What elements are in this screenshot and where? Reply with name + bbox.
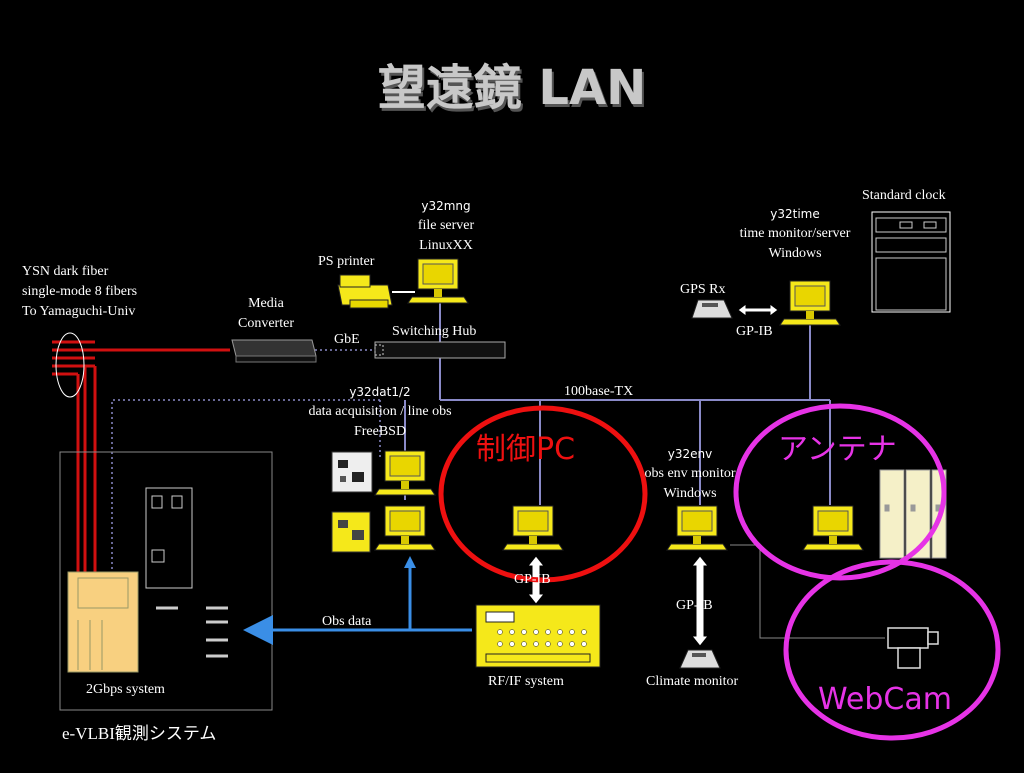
y32time-label: y32time time monitor/server Windows	[739, 207, 851, 261]
control-pc	[502, 505, 564, 551]
y32dat1-label: y32dat1/2 data acquisition / line obs Fr…	[308, 385, 452, 439]
antenna-cabinets	[879, 469, 947, 559]
y32dat1-pc	[374, 450, 436, 496]
ps-printer	[337, 274, 415, 309]
gpib-gps-arrow	[737, 303, 779, 317]
control-pc-circle	[438, 405, 648, 583]
rfif-label: RF/IF system	[488, 674, 564, 689]
rfif-unit	[475, 604, 601, 668]
control-pc-callout: 制御PC	[476, 432, 576, 467]
disk-slots	[156, 606, 228, 658]
evlbi-frame	[59, 451, 273, 711]
gbps-label: 2Gbps system	[86, 682, 165, 697]
webcam-link	[730, 544, 885, 639]
obs-data-label: Obs data	[322, 614, 372, 629]
fiber-bundle-ring	[55, 332, 85, 398]
y32time-pc	[779, 280, 841, 326]
antenna-callout: アンテナ	[778, 432, 897, 467]
page-title: 望遠鏡 LAN	[377, 60, 647, 116]
2gbps-system	[67, 571, 139, 673]
y32mng-label: y32mng file server LinuxXX	[417, 199, 475, 253]
gpib-climate-arrow	[690, 555, 710, 647]
antenna-pc	[802, 505, 864, 551]
gpib-rf-label: GP-IB	[514, 572, 551, 587]
base-tx-label: 100base-TX	[564, 384, 634, 399]
webcam-callout: WebCam	[818, 682, 952, 717]
switching-hub	[374, 341, 506, 359]
climate-monitor	[679, 649, 721, 669]
rack-unit	[145, 487, 193, 589]
y32env-label: y32env obs env monitor Windows	[644, 447, 736, 501]
standard-clock-label: Standard clock	[862, 188, 946, 203]
dotted-links	[111, 349, 381, 575]
y32dat2-pc	[374, 505, 436, 551]
gpib-time-label: GP-IB	[736, 324, 773, 339]
webcam	[887, 627, 939, 669]
daq-board-1	[331, 451, 373, 493]
evlbi-label: e-VLBI観測システム	[62, 724, 217, 743]
daq-board-2	[331, 511, 371, 553]
gbe-label: GbE	[334, 332, 360, 347]
media-converter-label: Media Converter	[238, 296, 294, 331]
fiber-label: YSN dark fiber single-mode 8 fibers To Y…	[22, 264, 138, 319]
switching-hub-label: Switching Hub	[392, 324, 477, 339]
gps-rx-label: GPS Rx	[680, 282, 726, 297]
media-converter	[231, 339, 317, 363]
y32env-pc	[666, 505, 728, 551]
network-lines	[404, 300, 831, 505]
antenna-circle	[733, 403, 947, 581]
obs-data-arrows	[243, 566, 472, 645]
y32mng-pc	[407, 258, 469, 304]
climate-monitor-label: Climate monitor	[646, 674, 739, 689]
webcam-circle	[783, 559, 1001, 741]
ps-printer-label: PS printer	[318, 254, 375, 269]
gpib-climate-label: GP-IB	[676, 598, 713, 613]
fiber-lines	[52, 340, 230, 575]
gps-rx	[691, 299, 733, 319]
standard-clock	[871, 211, 951, 313]
obs-up-arrowhead	[404, 556, 416, 568]
